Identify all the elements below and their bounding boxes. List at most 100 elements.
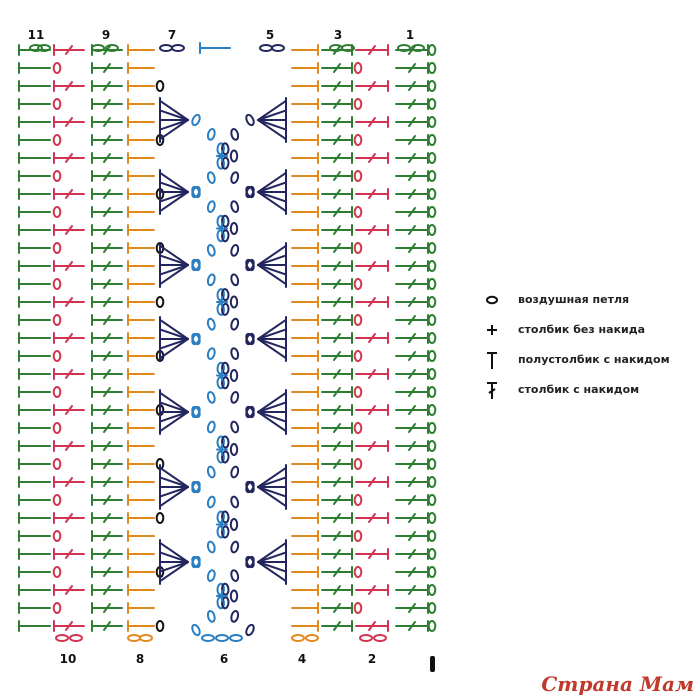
chain: [230, 569, 240, 582]
fan-stitch: [159, 99, 189, 121]
chain: [229, 443, 239, 456]
fan-stitch: [159, 486, 189, 508]
chain: [245, 555, 255, 569]
fan-stitch: [159, 171, 189, 193]
chain: [229, 518, 239, 531]
sc-icon: [487, 325, 497, 335]
chain: [221, 450, 230, 464]
stitch-slash: [333, 351, 341, 361]
stitch-slash: [408, 495, 416, 505]
chain: [221, 214, 230, 228]
chain: [216, 435, 225, 449]
chain: [216, 288, 225, 302]
stitch-slash: [368, 261, 376, 271]
row-number-1: 1: [405, 28, 415, 42]
chain: [353, 134, 363, 146]
stitch-slash: [65, 441, 73, 451]
stitch-slash: [103, 369, 111, 379]
fan-stitch: [159, 244, 189, 266]
row-number-5: 5: [265, 28, 275, 42]
chain: [215, 634, 229, 642]
stitch-slash: [368, 513, 376, 523]
chain: [230, 495, 240, 509]
stitch-slash: [408, 531, 416, 541]
stitch-slash: [368, 117, 376, 127]
chain: [271, 44, 285, 52]
stitch-slash: [103, 117, 111, 127]
stitch-slash: [333, 603, 341, 613]
chain: [230, 128, 240, 141]
chain: [427, 242, 437, 254]
stitch-slash: [103, 297, 111, 307]
fan-stitch: [159, 338, 189, 350]
stitch-slash: [333, 585, 341, 595]
stitch-slash: [333, 135, 341, 145]
stitch-slash: [103, 423, 111, 433]
chain: [206, 244, 216, 257]
stitch-slash: [65, 585, 73, 595]
chain: [52, 602, 62, 614]
stitch-slash: [333, 513, 341, 523]
stitch-slash: [333, 171, 341, 181]
stitch-slash: [103, 513, 111, 523]
chain: [427, 224, 437, 236]
chain: [206, 317, 216, 331]
fan-stitch: [257, 391, 287, 413]
stitch-slash: [333, 423, 341, 433]
chain: [427, 476, 437, 488]
fan-stitch: [257, 109, 287, 121]
chain: [230, 465, 240, 479]
chain: [221, 288, 230, 302]
stitch-slash: [368, 153, 376, 163]
chain: [353, 170, 363, 182]
stitch-slash: [65, 477, 73, 487]
chain: [206, 610, 216, 623]
stitch-slash: [368, 405, 376, 415]
stitch-slash: [103, 261, 111, 271]
stitch-slash: [408, 567, 416, 577]
stitch-slash: [408, 405, 416, 415]
stitch-slash: [103, 207, 111, 217]
stitch-slash: [333, 81, 341, 91]
chain: [427, 422, 437, 434]
fan-stitch: [257, 338, 287, 360]
stitch-slash: [65, 297, 73, 307]
stitch-slash: [103, 135, 111, 145]
stitch-slash: [103, 351, 111, 361]
legend-label-sc: столбик без накида: [518, 323, 646, 336]
stitch-slash: [103, 441, 111, 451]
chain: [427, 152, 437, 164]
chain: [230, 317, 240, 331]
fan-stitch: [257, 561, 287, 573]
row-number-2: 2: [367, 652, 377, 666]
stitch-slash: [368, 297, 376, 307]
fan-stitch: [257, 244, 287, 266]
stitch-slash: [408, 423, 416, 433]
chain: [52, 62, 62, 74]
stitch-slash: [333, 387, 341, 397]
chain: [216, 229, 225, 243]
chain: [206, 540, 216, 554]
stitch-slash: [408, 81, 416, 91]
chain: [427, 440, 437, 452]
chain: [29, 44, 43, 52]
chain: [353, 602, 363, 614]
chain: [52, 566, 62, 578]
stitch-slash: [408, 207, 416, 217]
stitch-slash: [368, 621, 376, 631]
stitch-slash: [368, 549, 376, 559]
chain: [427, 278, 437, 290]
stitch-slash: [103, 171, 111, 181]
fan-stitch: [159, 254, 189, 266]
chain: [427, 296, 437, 308]
chain: [52, 170, 62, 182]
stitch-slash: [103, 495, 111, 505]
fan-stitch: [257, 466, 287, 488]
stitch-slash: [333, 207, 341, 217]
chain: [427, 584, 437, 596]
stitch-slash: [103, 225, 111, 235]
legend-label-chain: воздушная петля: [518, 293, 630, 306]
fan-stitch: [257, 486, 287, 498]
chain: [329, 44, 343, 52]
row-number-8: 8: [135, 652, 145, 666]
